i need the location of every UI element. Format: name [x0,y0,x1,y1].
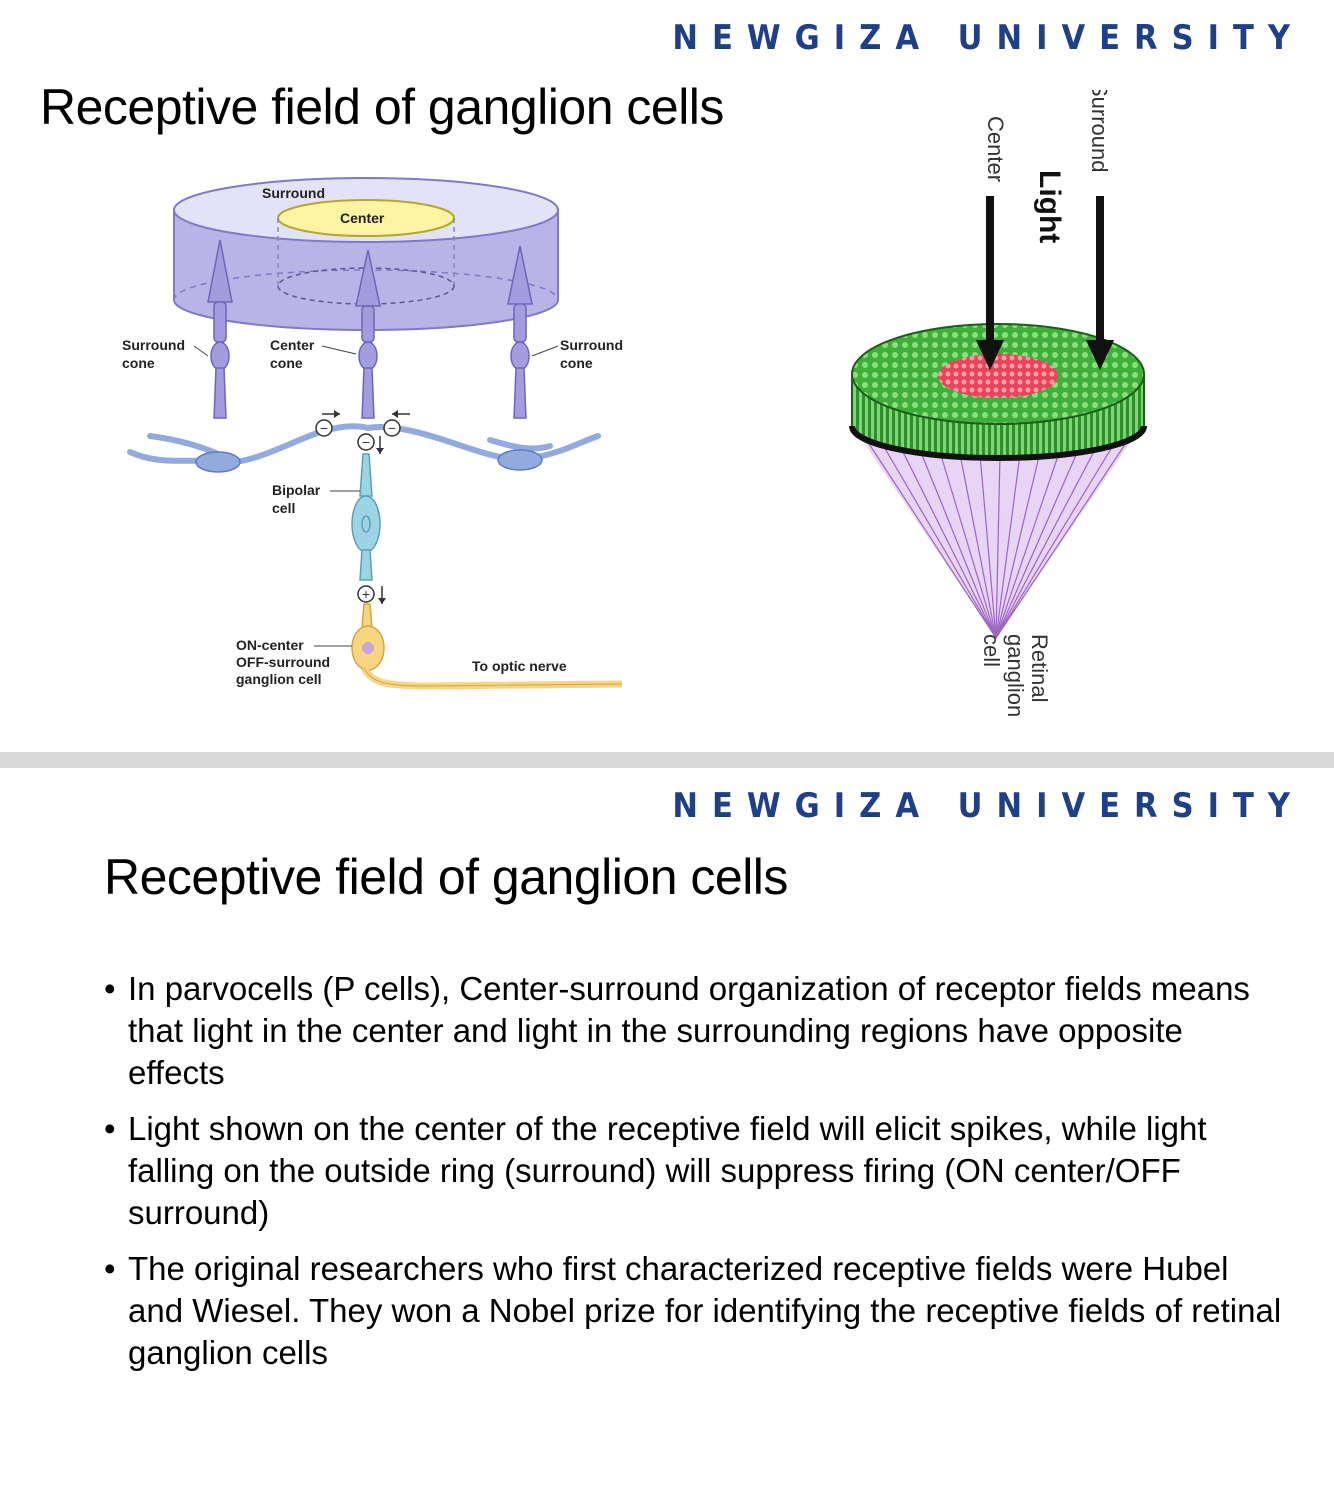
bipolar-cell [351,453,381,581]
optic-nerve-label: To optic nerve [472,658,567,674]
surround-label-top: Surround [262,185,325,201]
retinal-label: Retinal [1027,634,1052,702]
slide-2: NEWGIZA UNIVERSITY Receptive field of ga… [0,768,1334,1494]
minus-sign-right: − [388,420,396,436]
slide-divider [0,752,1334,768]
receptive-field-circuit-diagram: Surround Center − [122,177,623,690]
bullet-item: Light shown on the center of the recepti… [104,1108,1284,1234]
ganglion-cell-label-2: OFF-surround [236,654,330,670]
center-cone-label-2: cone [270,355,303,371]
cell-label: cell [979,634,1004,667]
bullet-list: In parvocells (P cells), Center-surround… [104,968,1284,1388]
slide-title: Receptive field of ganglion cells [40,79,724,135]
center-region [938,354,1058,398]
bipolar-cell-label-1: Bipolar [272,482,321,498]
surround-label: Surround [1087,90,1112,173]
ganglion-cell [351,603,623,690]
plus-sign-circle [357,585,375,603]
slide-title: Receptive field of ganglion cells [104,849,788,905]
bullet-item: In parvocells (P cells), Center-surround… [104,968,1284,1094]
bipolar-cell-label-2: cell [272,500,295,516]
horizontal-cell-processes [127,423,601,466]
university-logo-text: NEWGIZA UNIVERSITY [672,786,1304,826]
minus-sign-left: − [320,420,328,436]
light-label: Light [1033,170,1066,243]
photoreceptor-disk [849,323,1147,461]
plus-sign: + [362,586,370,602]
surround-cone-right-label-1: Surround [560,337,623,353]
surround-cone-left-label-2: cone [122,355,155,371]
bullet-item: The original researchers who first chara… [104,1248,1284,1374]
ganglion-cell-label-3: ganglion cell [236,671,322,687]
slide-1: NEWGIZA UNIVERSITY Receptive field of ga… [40,18,1304,718]
center-cone-label-1: Center [270,337,315,353]
minus-sign-center: − [362,434,370,450]
horizontal-cell-left [195,451,241,473]
ganglion-fibres [854,427,1140,639]
center-label: Center [983,116,1008,182]
surround-cone-left-label-1: Surround [122,337,185,353]
horizontal-cell-right [497,449,543,471]
inhibition-signs: − − − [315,410,410,454]
ganglion-cell-label-1: ON-center [236,637,304,653]
center-label-top: Center [340,210,385,226]
retinal-ganglion-cone-diagram: Center Light Surround Retinal ganglion c… [849,90,1147,717]
light-arrows [976,196,1114,370]
cone-cells [207,239,533,419]
surround-cone-right-label-2: cone [560,355,593,371]
university-logo-text: NEWGIZA UNIVERSITY [672,18,1304,58]
ganglion-label: ganglion [1003,634,1028,717]
